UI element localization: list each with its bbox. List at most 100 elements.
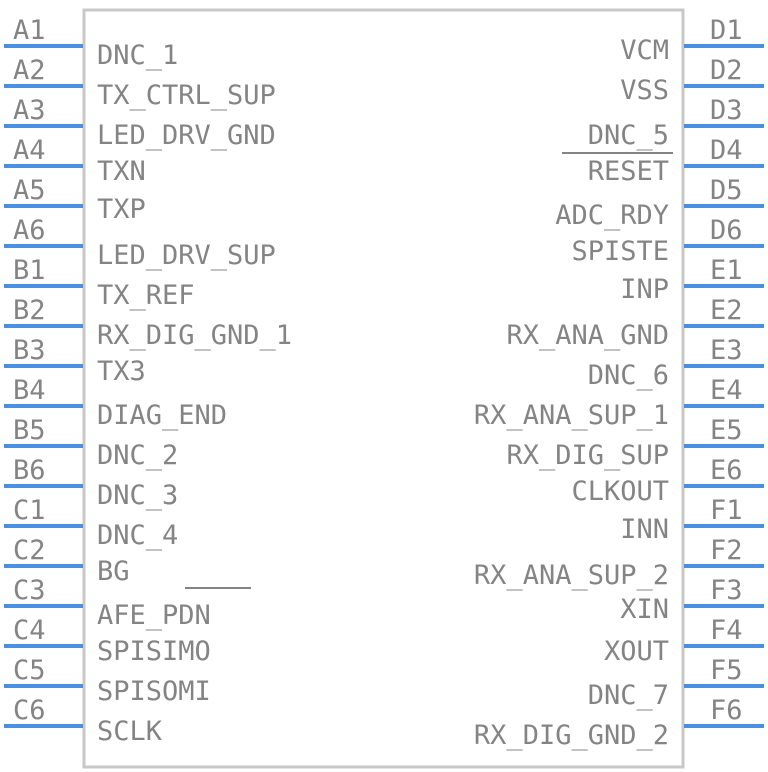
pin-number: D5 [710, 175, 743, 206]
pin-number: A5 [13, 175, 46, 206]
pin-number: B2 [13, 295, 46, 326]
pin-number: B5 [13, 415, 46, 446]
pin-number: A2 [13, 55, 46, 86]
pin-number: C3 [13, 575, 46, 606]
pin-name: RX_ANA_SUP_2 [474, 560, 669, 591]
pin-name: LED_DRV_GND [97, 120, 276, 151]
pin-number: B1 [13, 255, 46, 286]
pin-name: AFE_PDN [97, 600, 211, 631]
pin-number: E4 [710, 375, 743, 406]
pin-name: DNC_5 [588, 120, 669, 151]
left-pin-group: A1DNC_1A2TX_CTRL_SUPA3LED_DRV_GNDA4TXNA5… [4, 15, 292, 747]
pin-number: D4 [710, 135, 743, 166]
pin-number: F2 [710, 535, 743, 566]
decoration-group [185, 152, 673, 589]
pin-number: D6 [710, 215, 743, 246]
pin-number: D3 [710, 95, 743, 126]
pin-number: B6 [13, 455, 46, 486]
pin-name: SCLK [97, 716, 163, 747]
pin-name: RESET [588, 156, 669, 187]
pin-name: VCM [620, 35, 669, 66]
pin-name: DNC_2 [97, 440, 178, 471]
pin-name: TXN [97, 156, 146, 187]
pin-name: DNC_3 [97, 480, 178, 511]
pin-number: D1 [710, 15, 743, 46]
pin-name: RX_DIG_GND_1 [97, 320, 292, 351]
pin-name: RX_ANA_GND [506, 320, 669, 351]
pin-number: E1 [710, 255, 743, 286]
pin-number: C2 [13, 535, 46, 566]
pin-number: C5 [13, 655, 46, 686]
pin-number: C1 [13, 495, 46, 526]
pin-name: RX_DIG_GND_2 [474, 720, 669, 751]
pin-name: TX3 [97, 356, 146, 387]
pin-number: A4 [13, 135, 46, 166]
pin-name: DIAG_END [97, 400, 227, 431]
pin-number: E5 [710, 415, 743, 446]
pin-number: A1 [13, 15, 46, 46]
component-body [82, 8, 685, 769]
pin-number: B4 [13, 375, 46, 406]
pin-name: INP [620, 274, 669, 305]
pin-number: C6 [13, 695, 46, 726]
pin-name: TXP [97, 194, 146, 225]
pin-number: D2 [710, 55, 743, 86]
pin-name: XOUT [604, 636, 669, 667]
pin-name: XIN [620, 594, 669, 625]
pin-number: E6 [710, 455, 743, 486]
pin-name: BG [97, 556, 130, 587]
pin-name: ADC_RDY [555, 200, 669, 231]
pin-name: LED_DRV_SUP [97, 240, 276, 271]
pin-number: A6 [13, 215, 46, 246]
pin-number: E3 [710, 335, 743, 366]
pin-number: F1 [710, 495, 743, 526]
pin-name: VSS [620, 75, 669, 106]
pin-name: CLKOUT [571, 476, 669, 507]
pin-number: E2 [710, 295, 743, 326]
pin-name: DNC_4 [97, 520, 178, 551]
pin-name: TX_REF [97, 280, 195, 311]
pin-number: F3 [710, 575, 743, 606]
pin-name: INN [620, 514, 669, 545]
pin-name: DNC_6 [588, 360, 669, 391]
pin-name: SPISTE [571, 236, 669, 267]
pin-number: C4 [13, 615, 46, 646]
pin-number: A3 [13, 95, 46, 126]
pin-name: SPISIMO [97, 636, 211, 667]
